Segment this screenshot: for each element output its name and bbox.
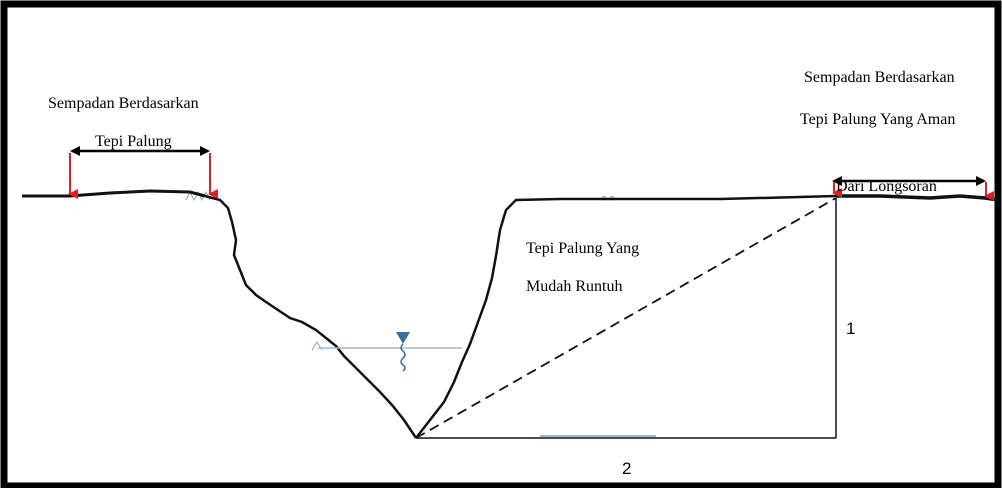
- right-label-line3: Dari Longsoran: [836, 178, 937, 195]
- right-ground-line: [836, 194, 999, 202]
- right-label-line1: Sempadan Berdasarkan: [804, 69, 955, 86]
- grass-tufts: [185, 190, 617, 351]
- left-label-line2: Tepi Palung: [95, 133, 172, 150]
- right-label-line2: Tepi Palung Yang Aman: [800, 111, 955, 128]
- unstable-bank-label-line2: Mudah Runtuh: [526, 278, 622, 295]
- left-channel-bank: [204, 194, 418, 439]
- slope-horizontal-value: 2: [622, 459, 631, 478]
- safe-slope-line: [415, 197, 837, 439]
- unstable-bank-label-line1: Tepi Palung Yang: [526, 240, 639, 257]
- right-unstable-bank: [415, 194, 837, 439]
- water-level-triangle-icon: [396, 332, 410, 344]
- water-level-squiggle: [400, 343, 406, 372]
- left-ground-line: [22, 189, 206, 198]
- left-label-line1: Sempadan Berdasarkan: [48, 95, 199, 112]
- slope-vertical-value: 1: [846, 319, 855, 338]
